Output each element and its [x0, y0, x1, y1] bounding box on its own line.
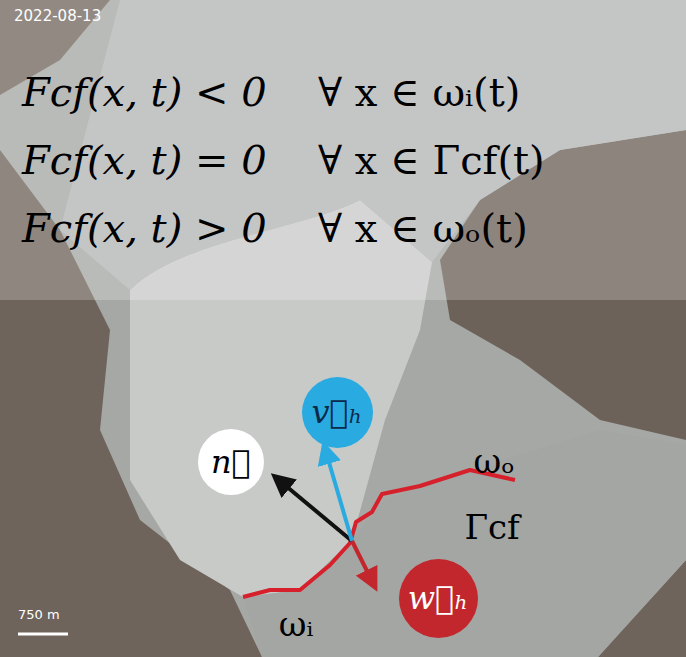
normal-circle: n⃗: [198, 429, 264, 495]
domain-condition: ∀ x ∈ Γcf(t): [318, 138, 545, 182]
region-label: ωᵢ: [279, 606, 314, 643]
region-label: ωₒ: [474, 443, 515, 480]
equation: Fcf(x, t) < 0: [22, 70, 267, 114]
domain-condition: ∀ x ∈ ωₒ(t): [318, 206, 528, 250]
domain-condition: ∀ x ∈ ωᵢ(t): [318, 70, 520, 114]
velocity-circle: v⃗ₕ: [302, 377, 373, 448]
vector-symbol: v⃗ₕ: [311, 396, 362, 428]
velocity-arrow: [326, 452, 352, 541]
equation: Fcf(x, t) > 0: [22, 206, 267, 250]
scale-label: 750 m: [18, 608, 60, 622]
date-stamp: 2022-08-13: [14, 8, 101, 25]
scale-bar: [18, 633, 68, 636]
front-velocity-arrow: [352, 541, 372, 581]
vector-symbol: w⃗ₕ: [408, 582, 468, 614]
vector-symbol: n⃗: [211, 446, 251, 478]
front-label: Γcf: [464, 509, 519, 546]
equation: Fcf(x, t) = 0: [22, 138, 267, 182]
front-velocity-circle: w⃗ₕ: [399, 559, 478, 638]
